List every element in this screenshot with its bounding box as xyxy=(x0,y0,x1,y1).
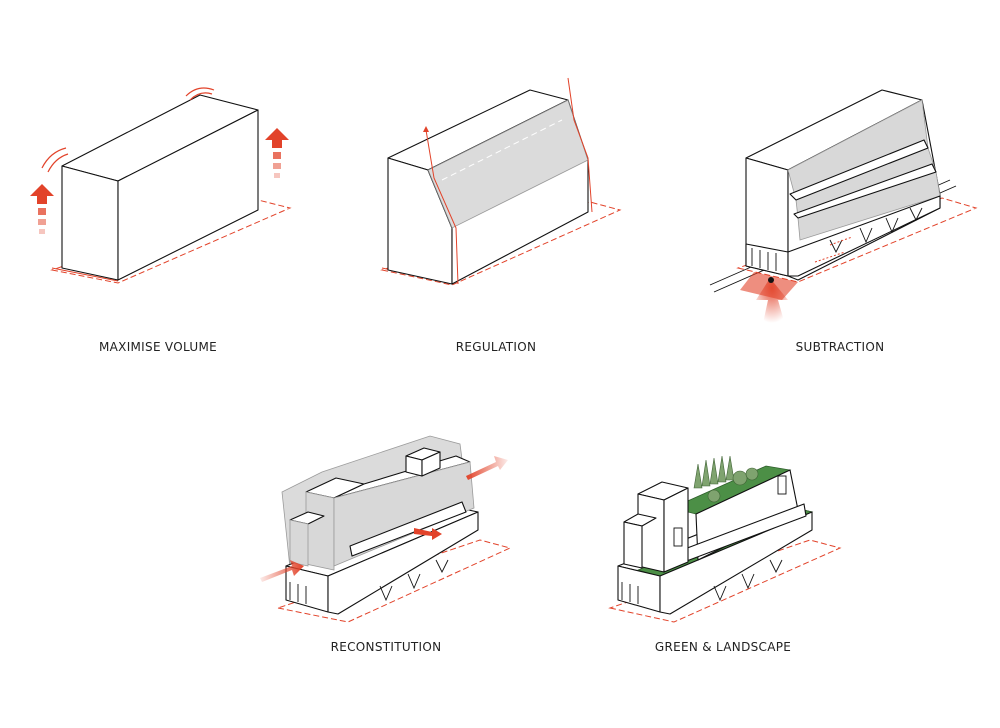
green-landscape-drawing xyxy=(608,455,842,623)
tower-side xyxy=(663,487,689,573)
podium-side xyxy=(787,195,941,277)
caption-regulation: REGULATION xyxy=(455,340,537,354)
box-front xyxy=(61,165,119,281)
terrace-step-2 xyxy=(793,163,937,219)
panel-regulation: REGULATION xyxy=(330,0,670,360)
panel-green-landscape: GREEN & LANDSCAPE xyxy=(590,400,890,660)
arrow-in-left xyxy=(260,560,304,582)
panel-maximise-volume: MAXIMISE VOLUME xyxy=(0,0,330,360)
window xyxy=(777,475,787,495)
block-mid-bar xyxy=(349,501,467,557)
block-tall-front xyxy=(305,491,335,571)
v-columns xyxy=(379,559,449,602)
reconstitution-drawing xyxy=(260,435,512,623)
subtraction-drawing xyxy=(709,89,978,328)
entry-arrow xyxy=(756,278,788,328)
podium-side xyxy=(327,511,479,615)
caption-maximise-volume: MAXIMISE VOLUME xyxy=(99,340,217,354)
regulation-line-right xyxy=(567,77,593,213)
tree-cluster xyxy=(693,455,759,503)
arrow-in-center xyxy=(414,528,442,540)
regulation-line-left xyxy=(425,129,459,285)
block-cap-right xyxy=(421,451,441,477)
box-side xyxy=(117,109,259,281)
panel-reconstitution: RECONSTITUTION xyxy=(230,400,530,660)
terrace-step-1 xyxy=(789,139,929,201)
site-boundary xyxy=(380,201,622,286)
arrow-up-right xyxy=(265,128,289,178)
top-arcs xyxy=(185,87,215,101)
caption-green-landscape: GREEN & LANDSCAPE xyxy=(654,640,792,654)
block-cap-side xyxy=(405,455,423,477)
regulation-drawing xyxy=(380,77,622,286)
v-columns xyxy=(713,559,783,602)
arrow-up-left xyxy=(30,184,54,234)
block-left-front xyxy=(289,519,309,567)
left-arcs xyxy=(41,147,69,173)
left-block-front xyxy=(623,521,643,569)
panel-subtraction: SUBTRACTION xyxy=(670,0,1000,360)
caption-subtraction: SUBTRACTION xyxy=(795,340,885,354)
arrow-in-right xyxy=(466,456,508,480)
window xyxy=(673,527,683,547)
v-columns xyxy=(829,207,923,254)
person-icon xyxy=(768,277,774,283)
caption-reconstitution: RECONSTITUTION xyxy=(330,640,442,654)
site-boundary xyxy=(608,539,842,623)
maximise-volume-drawing xyxy=(30,87,292,284)
